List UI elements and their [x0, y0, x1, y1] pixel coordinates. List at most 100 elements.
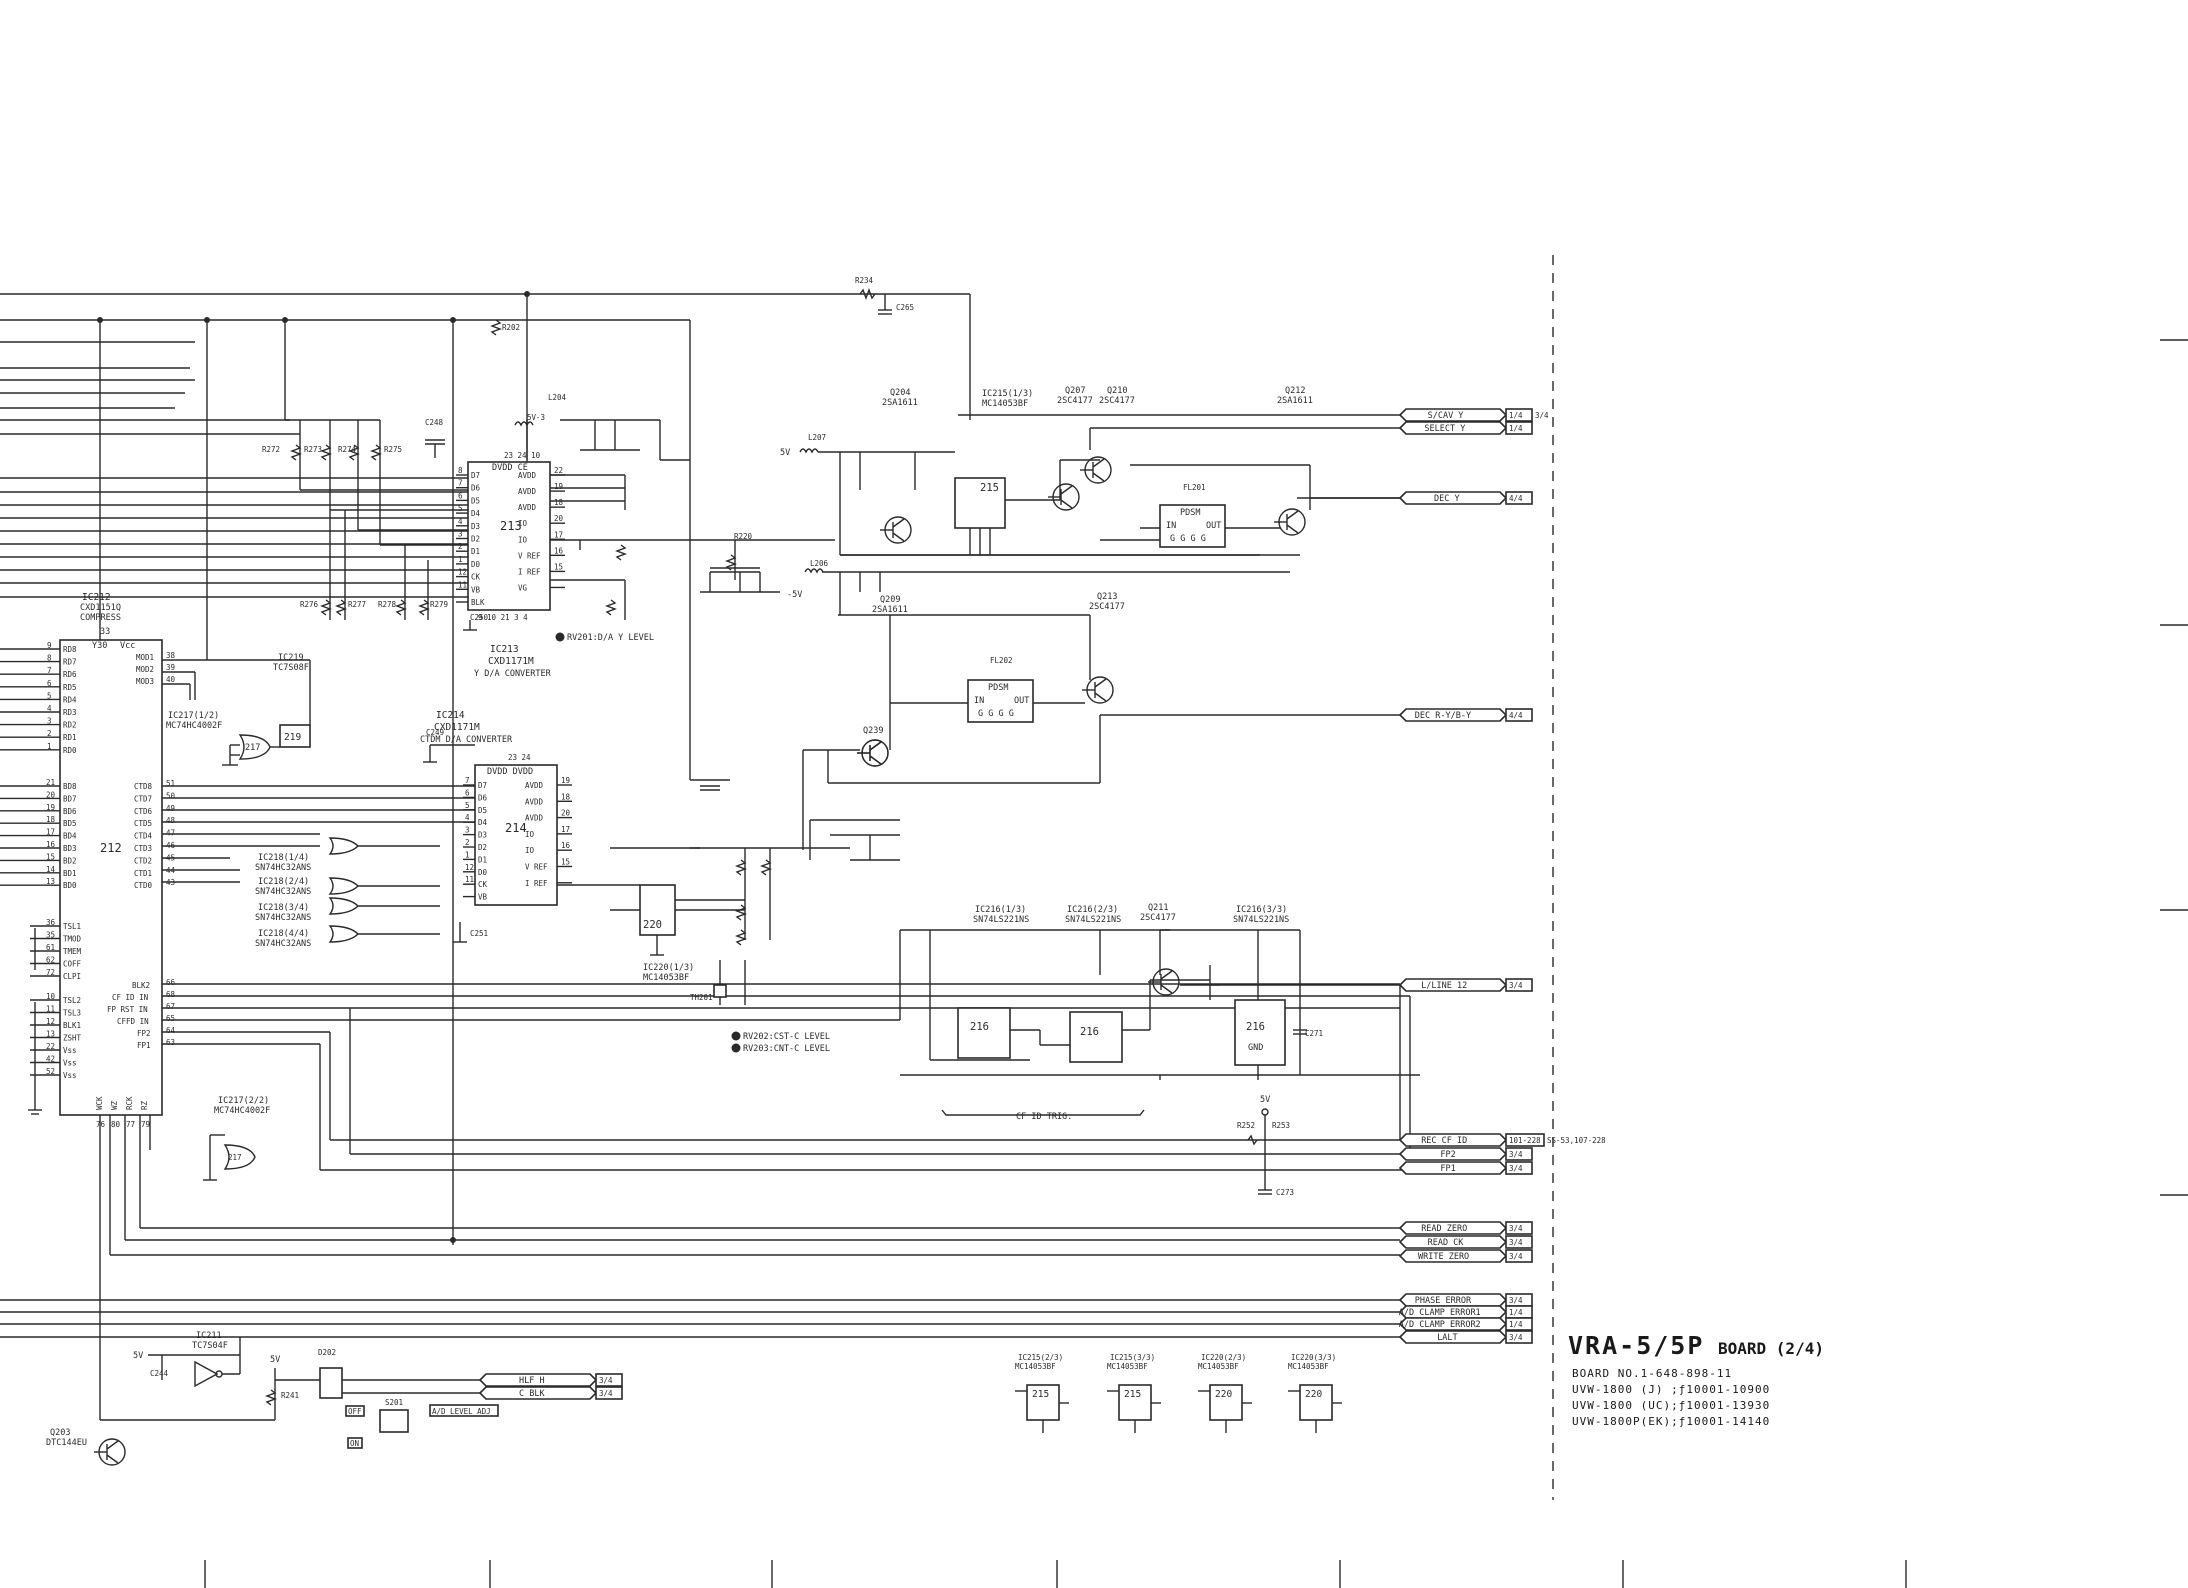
r202-label: R202 [502, 323, 520, 332]
ic215-num: 215 [980, 482, 999, 494]
ic220-num: 220 [643, 919, 662, 931]
ic215-part: MC14053BF [982, 399, 1028, 409]
ic213-pins-num: 19 [554, 482, 563, 491]
fl201-label: PDSM [1180, 508, 1200, 518]
ic217b-ref: IC217(2/2) [218, 1096, 269, 1106]
s201-switch[interactable] [379, 1409, 409, 1433]
q204-ref: Q204 [890, 388, 910, 398]
connector-page: 4/4 [1509, 494, 1523, 503]
q209-part: 2SA1611 [872, 605, 908, 615]
ic214-pins-num: 4 [465, 813, 470, 822]
connector-extra: SS-53,107-228 [1547, 1136, 1606, 1145]
ic213-pins: D78D67D56D45D34D23D12D01CK12VB11BLKAVDD2… [456, 466, 565, 607]
switch-on-label: ON [350, 1439, 359, 1448]
ic212-pin-tsl1: TSL1 [63, 922, 81, 931]
ic214-pins-num: 3 [465, 826, 470, 835]
fl201-in: IN [1166, 521, 1176, 531]
connector-label: HLF H [519, 1376, 545, 1386]
legend-num: 215 [1032, 1389, 1049, 1400]
fl202-g: G G G G [978, 709, 1014, 719]
rv202-note: RV202:CST-C LEVEL [743, 1032, 830, 1042]
connector-page: 1/4 [1509, 424, 1523, 433]
ic212-pin-rd3: RD3 [63, 708, 77, 717]
ic212-pin-ctd7: CTD7 [134, 794, 152, 803]
ic212-pinnum: 62 [46, 956, 55, 965]
ic214-pins-d3: D3 [478, 831, 487, 840]
fl201-out: OUT [1206, 521, 1221, 531]
ic213-pins-d4: D4 [471, 509, 481, 518]
ic212-pinnum: 22 [46, 1042, 55, 1051]
title-main: VRA-5/5P [1568, 1331, 1704, 1360]
ic214-pins-num: 16 [561, 841, 571, 850]
ic212-pin-mod3: MOD3 [136, 677, 154, 686]
ic213-top: DVDD CE [492, 463, 528, 473]
ic218-4-part: SN74HC32ANS [255, 939, 311, 949]
ic213-pins-num: 18 [554, 498, 564, 507]
ic212-pinnum: 67 [166, 1002, 175, 1011]
connector-label: READ ZERO [1421, 1224, 1467, 1234]
switch-off-label: OFF [348, 1407, 362, 1416]
ic211-ref: IC211 [196, 1331, 222, 1341]
ic211-inverter [194, 1360, 219, 1388]
r275-label: R275 [384, 445, 402, 454]
ic212-pin-rd2: RD2 [63, 721, 77, 730]
ic211-part: TC7S04F [192, 1341, 228, 1351]
v5-label-4: 5V [133, 1351, 143, 1361]
ic216-1-num: 216 [970, 1021, 989, 1033]
ic212-pin-bd3: BD3 [63, 844, 77, 853]
ic212-pinnum: 66 [166, 978, 176, 987]
ic212-pinnum: 8 [47, 654, 52, 663]
ic216-1-ref: IC216(1/3) [975, 905, 1026, 915]
connector-page: 3/4 [1509, 1296, 1523, 1305]
ic216-3-body [1234, 999, 1286, 1066]
ic212-pinnum: 15 [46, 852, 55, 861]
d202-label: D202 [318, 1348, 336, 1357]
ic213-func: Y D/A CONVERTER [474, 669, 552, 679]
legend-num: 220 [1215, 1389, 1232, 1400]
rd-bus-lines [0, 341, 468, 598]
ic214-pins-num: 2 [465, 838, 470, 847]
ic216-1-part: SN74LS221NS [973, 915, 1029, 925]
ic212-pinnum: 64 [166, 1026, 176, 1035]
ic214-pins-num: 5 [465, 801, 470, 810]
ic212-pin-rd8: RD8 [63, 645, 77, 654]
ic217-num: 217 [245, 743, 260, 753]
ic213-pins-d5: D5 [471, 496, 480, 505]
ic213-pins-avdd: AVDD [518, 471, 537, 480]
ic212-pinnum: 5 [47, 691, 52, 700]
q209-ref: Q209 [880, 595, 900, 605]
ic213-num: 213 [500, 519, 522, 533]
ic212-pinnum: 48 [166, 816, 176, 825]
legend-chips: IC215(2/3)MC14053BF215IC215(3/3)MC14053B… [1015, 1353, 1342, 1433]
ic214-pins-num: 17 [561, 825, 570, 834]
ic212-pin-wck: WCK [95, 1096, 104, 1110]
q207-part: 2SC4177 [1057, 396, 1093, 406]
pullup-resistors: R272 R273 R274 R275 R276 R277 R278 R279 [262, 419, 468, 620]
ic214-pins-num: 12 [465, 863, 474, 872]
ic214-pins-d4: D4 [478, 818, 488, 827]
ic214-pins-ck: CK [478, 880, 488, 889]
ic217b-gate [223, 1144, 256, 1170]
ic214-body [474, 764, 558, 906]
ic216-3-part: SN74LS221NS [1233, 915, 1289, 925]
ic213-pins-v-ref: V REF [518, 551, 541, 560]
r274-label: R274 [338, 445, 357, 454]
ic212-pin-tmod: TMOD [63, 935, 82, 944]
connector-page: 3/4 [1509, 1333, 1523, 1342]
c251-label: C251 [470, 929, 488, 938]
ic212-pin-tmem: TMEM [63, 947, 82, 956]
ic213-pins-d0: D0 [471, 560, 481, 569]
ic214-pins-avdd: AVDD [525, 781, 544, 790]
ic218-or-gate-3 [328, 897, 359, 915]
connector-label: READ CK [1428, 1238, 1465, 1248]
r272-label: R272 [262, 445, 280, 454]
ic218-3-ref: IC218(3/4) [258, 903, 309, 913]
ic212-pinnum: 77 [126, 1120, 135, 1129]
q213-ref: Q213 [1097, 592, 1117, 602]
